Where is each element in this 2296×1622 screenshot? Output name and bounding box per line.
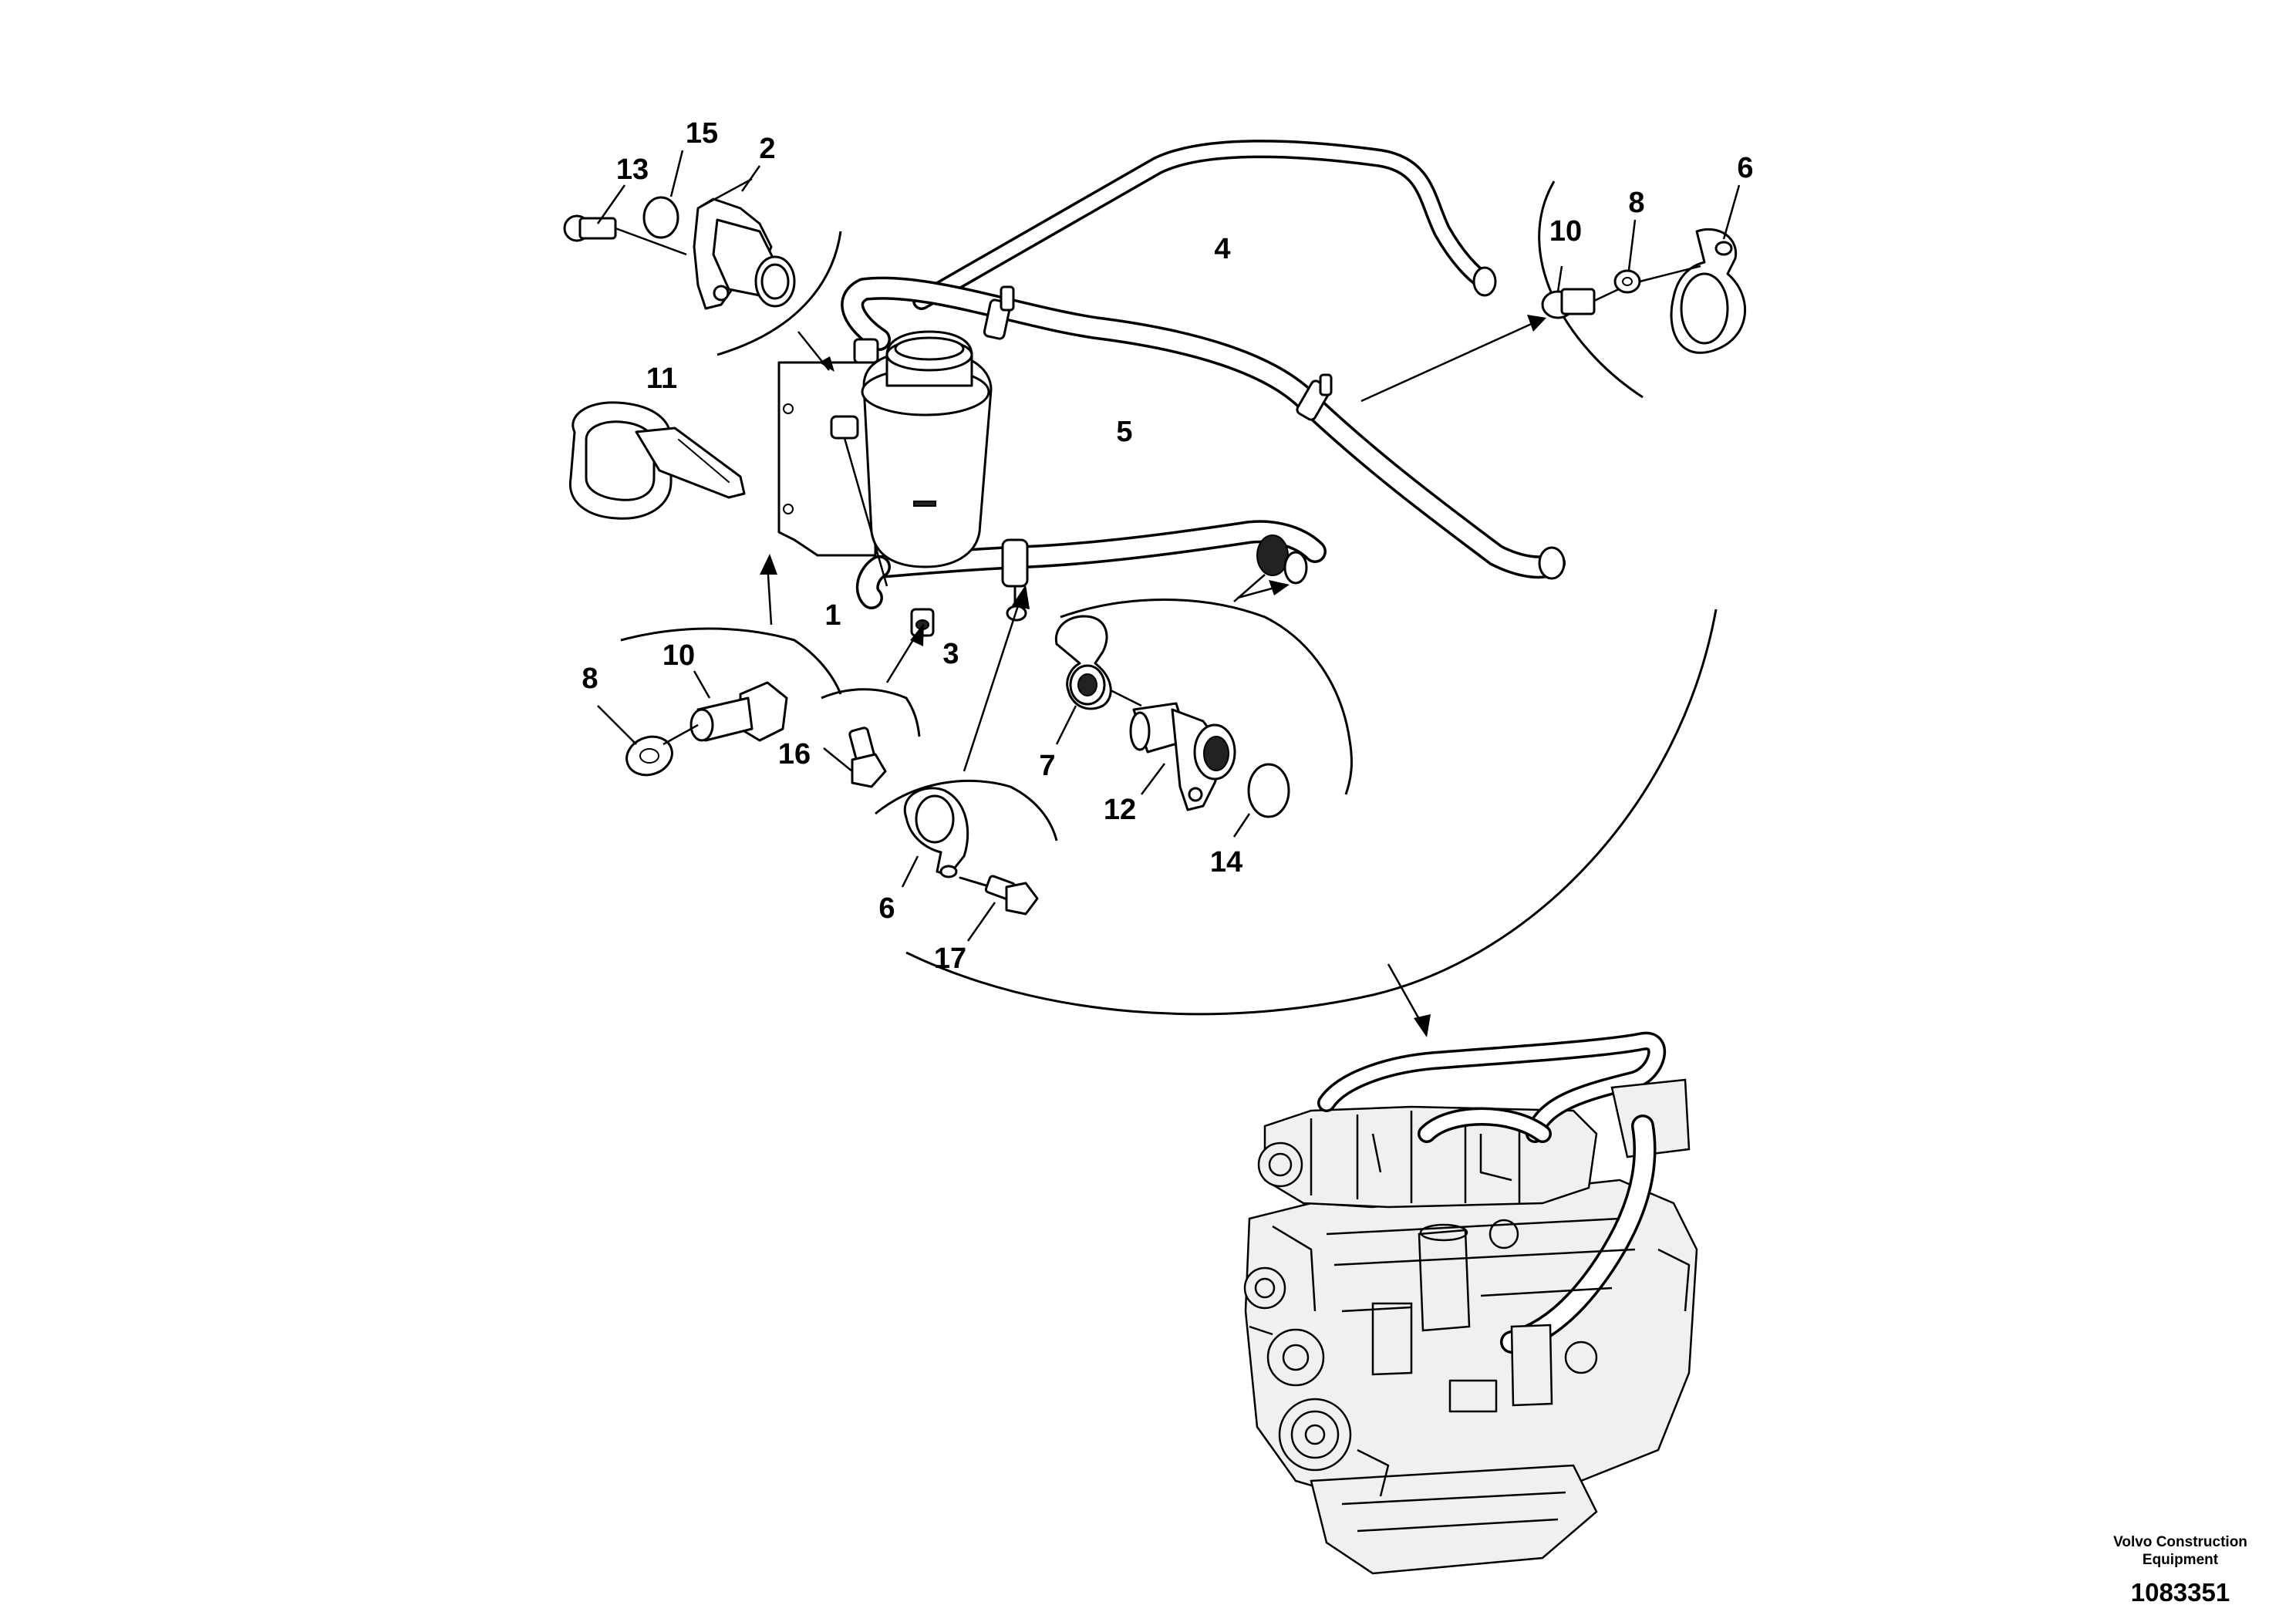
leader-2: [740, 165, 761, 192]
callout-15: 15: [686, 117, 718, 150]
callout-11: 11: [646, 363, 677, 395]
callout-4: 4: [1214, 233, 1230, 265]
detail-bottom-left: [620, 627, 842, 777]
detail-top-left: [563, 177, 842, 356]
leader-6-bottom: [901, 855, 919, 888]
pointer-top-right: [1360, 321, 1536, 403]
callout-16: 16: [778, 738, 811, 771]
callout-1: 1: [824, 599, 841, 632]
leader-17: [966, 902, 996, 942]
leader-16: [823, 747, 853, 772]
leader-13: [596, 184, 626, 224]
drawing-number: 1083351: [2130, 1578, 2230, 1607]
detail-thermostat: [1054, 599, 1353, 818]
brand-name: Volvo Construction Equipment: [2113, 1534, 2247, 1568]
leader-8-top: [1627, 219, 1637, 271]
leader-7: [1055, 705, 1077, 745]
leader-15: [669, 150, 684, 197]
leader-12: [1141, 763, 1165, 795]
expansion-tank-1: [777, 330, 993, 587]
pointer-engine: [1387, 963, 1424, 1027]
callout-3: 3: [942, 638, 959, 670]
leader-8-bl: [597, 705, 637, 745]
callout-12: 12: [1104, 794, 1136, 826]
callout-8-top: 8: [1628, 187, 1644, 219]
callout-14: 14: [1210, 846, 1242, 878]
detail-top-right: [1538, 180, 1746, 399]
callout-2: 2: [759, 133, 775, 165]
callout-10-top: 10: [1549, 215, 1582, 248]
leader-6-top: [1722, 184, 1741, 240]
leader-14: [1232, 813, 1251, 838]
pointer-14-arc: [1233, 574, 1266, 602]
engine-illustration: [1243, 1031, 1698, 1575]
pointer-clamp: [963, 593, 1023, 772]
callout-17: 17: [934, 943, 966, 975]
callout-7: 7: [1039, 750, 1055, 782]
leader-10-top: [1556, 265, 1563, 292]
pipe-5: [841, 276, 1566, 580]
callout-6-top: 6: [1737, 152, 1753, 184]
callout-5: 5: [1116, 416, 1132, 448]
detail-engine-arc: [905, 609, 1718, 1016]
detail-bolt-16: [821, 688, 921, 788]
callout-6-bottom: 6: [878, 892, 895, 925]
cable-tie-11: [568, 401, 746, 520]
hose-4: [912, 140, 1497, 310]
detail-clamp-6-17: [875, 779, 1058, 916]
callout-8-bl: 8: [582, 663, 598, 695]
callout-10-bl: 10: [663, 639, 695, 672]
leader-10-bl: [693, 670, 711, 699]
callout-13: 13: [616, 153, 649, 186]
